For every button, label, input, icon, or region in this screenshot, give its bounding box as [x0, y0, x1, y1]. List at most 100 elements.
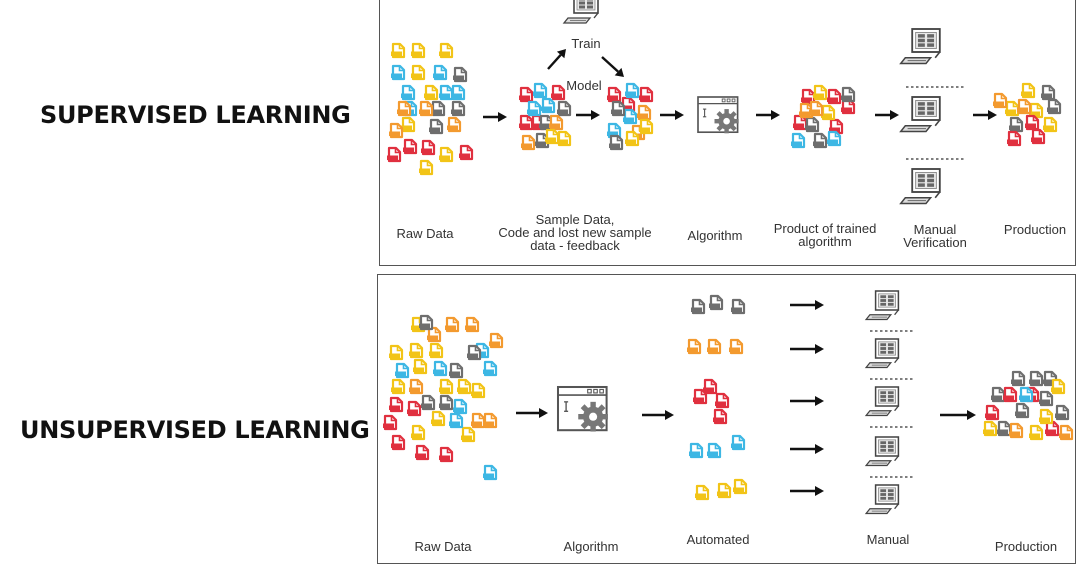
document-icon — [415, 444, 430, 461]
manual-label: Manual — [866, 532, 910, 547]
document-icon — [707, 338, 722, 355]
document-icon — [733, 478, 748, 495]
product-label-line1: Product of trained — [773, 221, 877, 236]
sample-data-label-line3: data - feedback — [530, 238, 620, 253]
document-icon — [421, 139, 436, 156]
document-icon — [1021, 82, 1036, 99]
document-icon — [731, 298, 746, 315]
document-icon — [413, 358, 428, 375]
monitor-icon — [899, 168, 941, 205]
document-icon — [1011, 370, 1026, 387]
document-icon — [813, 84, 828, 101]
document-icon — [403, 138, 418, 155]
document-icon — [451, 100, 466, 117]
monitor-icon — [899, 28, 941, 65]
document-icon — [431, 410, 446, 427]
document-icon — [461, 426, 476, 443]
monitor-icon — [864, 338, 900, 369]
unsupervised-panel: Raw Data Algorithm Automated Manual Prod… — [377, 274, 1076, 564]
gear-window-icon — [697, 96, 739, 134]
arrow-right-icon — [516, 408, 548, 418]
raw-data-label: Raw Data — [414, 539, 472, 554]
document-icon — [1017, 98, 1032, 115]
document-icon — [429, 342, 444, 359]
document-icon — [387, 146, 402, 163]
document-icon — [1043, 116, 1058, 133]
document-icon — [409, 342, 424, 359]
document-icon — [625, 130, 640, 147]
document-icon — [713, 408, 728, 425]
document-icon — [1003, 386, 1018, 403]
document-icon — [703, 378, 718, 395]
arrow-right-icon — [756, 110, 780, 120]
arrow-right-icon — [875, 110, 899, 120]
manual-label-line2: Verification — [903, 235, 967, 250]
document-icon — [639, 118, 654, 135]
document-icon — [439, 146, 454, 163]
document-icon — [395, 362, 410, 379]
document-icon — [401, 84, 416, 101]
document-icon — [424, 84, 439, 101]
arrow-right-icon — [973, 110, 997, 120]
document-icon — [389, 396, 404, 413]
document-icon — [389, 122, 404, 139]
document-icon — [709, 294, 724, 311]
document-icon — [419, 314, 434, 331]
supervised-panel: Train Model Raw Data Sample Data, Code a… — [379, 0, 1076, 266]
document-icon — [471, 412, 486, 429]
document-icon — [459, 144, 474, 161]
document-icon — [1041, 84, 1056, 101]
monitor-icon — [899, 96, 941, 133]
document-icon — [483, 412, 498, 429]
document-icon — [391, 378, 406, 395]
document-icon — [439, 394, 454, 411]
document-icon — [429, 118, 444, 135]
arrow-right-icon — [576, 110, 600, 120]
document-icon — [383, 414, 398, 431]
document-icon — [1019, 386, 1034, 403]
supervised-diagram — [387, 0, 1062, 205]
document-icon — [421, 394, 436, 411]
document-icon — [993, 92, 1008, 109]
document-icon — [1051, 378, 1066, 395]
unsupervised-diagram — [383, 290, 1074, 515]
document-icon — [827, 88, 842, 105]
document-icon — [549, 114, 564, 131]
document-icon — [427, 326, 442, 343]
document-icon — [519, 86, 534, 103]
document-icon — [813, 132, 828, 149]
document-icon — [1039, 390, 1054, 407]
document-icon — [829, 118, 844, 135]
train-label: Train — [571, 36, 601, 51]
document-icon — [557, 130, 572, 147]
document-icon — [715, 392, 730, 409]
manual-label-line1: Manual — [913, 222, 957, 237]
document-icon — [729, 338, 744, 355]
unsupervised-learning-title: UNSUPERVISED LEARNING — [20, 416, 370, 444]
document-icon — [1031, 128, 1046, 145]
document-icon — [1025, 114, 1040, 131]
document-icon — [439, 446, 454, 463]
document-icon — [401, 116, 416, 133]
document-icon — [471, 382, 486, 399]
monitor-icon — [562, 0, 599, 24]
document-icon — [1015, 402, 1030, 419]
document-icon — [687, 338, 702, 355]
document-icon — [483, 464, 498, 481]
document-icon — [1059, 424, 1074, 441]
algorithm-label: Algorithm — [563, 539, 619, 554]
production-label: Production — [1003, 222, 1067, 237]
document-icon — [821, 104, 836, 121]
document-icon — [453, 66, 468, 83]
document-icon — [731, 434, 746, 451]
document-icon — [449, 412, 464, 429]
document-icon — [391, 434, 406, 451]
document-icon — [1039, 408, 1054, 425]
document-icon — [439, 84, 454, 101]
document-icon — [607, 122, 622, 139]
document-icon — [433, 360, 448, 377]
document-icon — [625, 82, 640, 99]
document-icon — [985, 404, 1000, 421]
monitor-icon — [864, 290, 900, 321]
model-label: Model — [566, 78, 602, 93]
